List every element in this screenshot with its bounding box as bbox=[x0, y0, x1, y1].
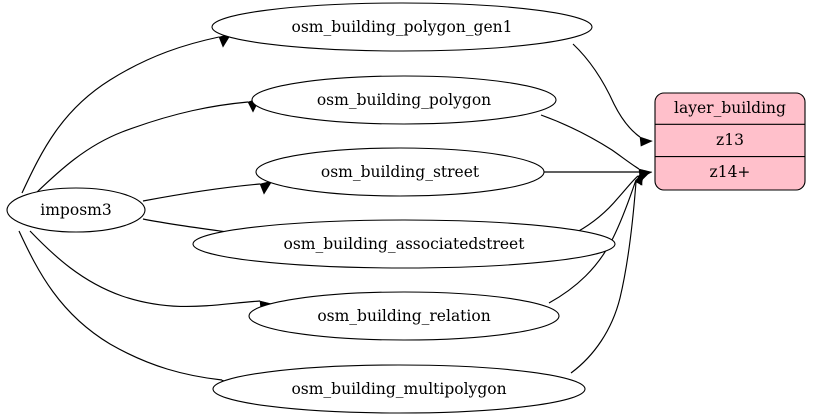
layer-building-title: layer_building bbox=[674, 99, 786, 117]
node-osm-building-multipolygon[interactable]: osm_building_multipolygon bbox=[212, 364, 586, 414]
layer-building-row-z14plus[interactable]: z14+ bbox=[710, 163, 751, 181]
node-osm-building-associatedstreet[interactable]: osm_building_associatedstreet bbox=[192, 219, 616, 269]
node-osm-building-multipolygon-label: osm_building_multipolygon bbox=[291, 380, 506, 398]
node-imposm3[interactable]: imposm3 bbox=[6, 187, 146, 233]
node-osm-building-street-label: osm_building_street bbox=[321, 163, 480, 181]
node-osm-building-street[interactable]: osm_building_street bbox=[255, 147, 545, 197]
edge-imposm3-to-osm-building-multipolygon bbox=[18, 230, 235, 390]
edge-imposm3-to-osm-building-polygon-gen1 bbox=[21, 33, 232, 194]
layer-building-row-z13[interactable]: z13 bbox=[716, 131, 744, 149]
node-imposm3-label: imposm3 bbox=[40, 201, 111, 219]
node-osm-building-relation[interactable]: osm_building_relation bbox=[248, 291, 560, 341]
node-layer-building[interactable]: layer_building z13 z14+ bbox=[654, 92, 806, 191]
edge-osm-building-street-to-layer-building-z14 bbox=[544, 171, 653, 179]
node-osm-building-associatedstreet-label: osm_building_associatedstreet bbox=[284, 235, 526, 253]
edge-osm-building-polygon-to-layer-building-z14 bbox=[540, 114, 652, 179]
edge-imposm3-to-osm-building-polygon bbox=[35, 97, 261, 194]
edge-osm-building-polygon-gen1-to-layer-building-z13 bbox=[572, 43, 653, 147]
edge-osm-building-multipolygon-to-layer-building-z14 bbox=[570, 169, 643, 374]
node-osm-building-polygon-gen1-label: osm_building_polygon_gen1 bbox=[292, 18, 513, 36]
node-osm-building-polygon-label: osm_building_polygon bbox=[317, 91, 491, 109]
edge-imposm3-to-osm-building-street bbox=[142, 180, 273, 202]
node-osm-building-polygon[interactable]: osm_building_polygon bbox=[251, 75, 557, 125]
node-osm-building-polygon-gen1[interactable]: osm_building_polygon_gen1 bbox=[211, 2, 593, 52]
node-osm-building-relation-label: osm_building_relation bbox=[317, 307, 490, 325]
edge-group-tables-to-layer bbox=[540, 43, 653, 374]
